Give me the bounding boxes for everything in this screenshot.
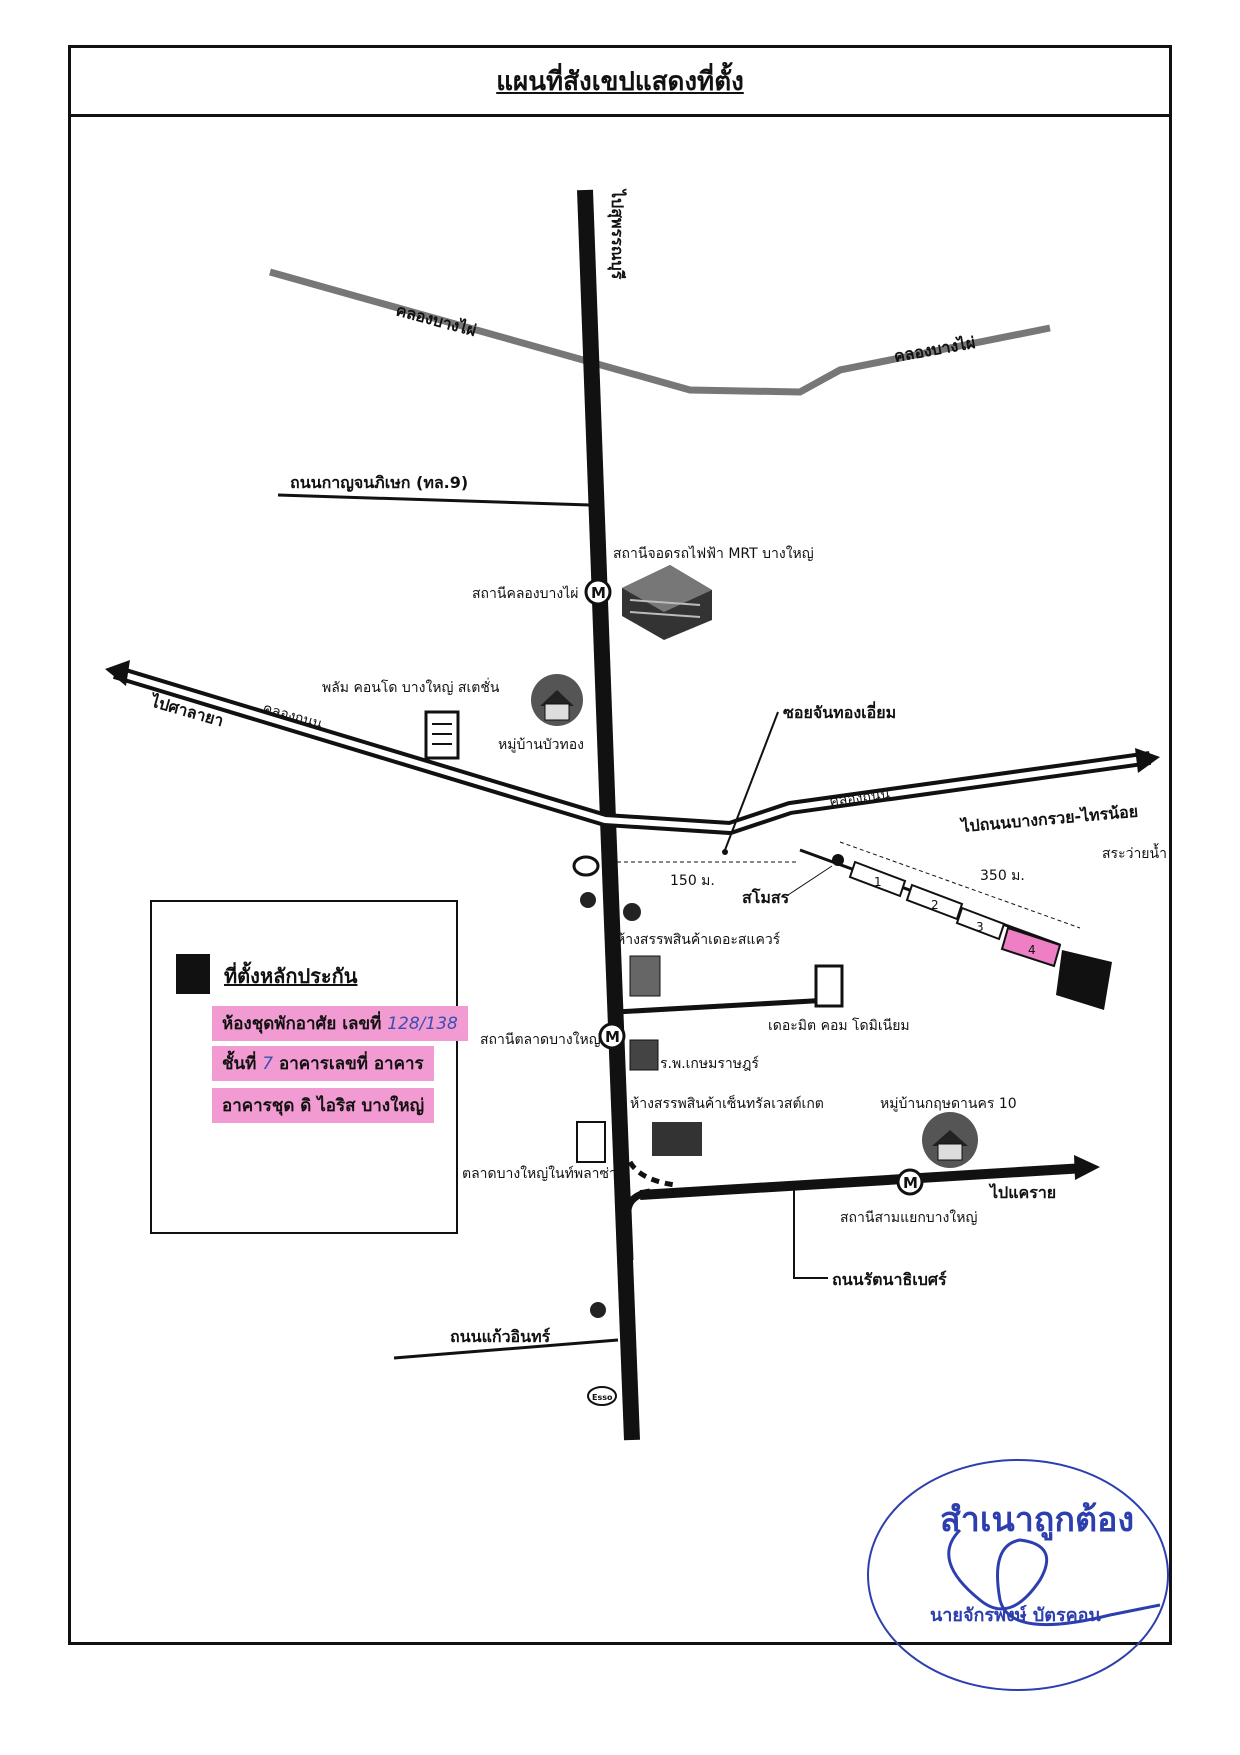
label-canal-bang-phai-left: คลองบางไผ่ [394,301,478,341]
label-canal-thanon-right: คลองถนน [829,787,892,810]
label-canal-bang-phai-right: คลองบางไผ่ [892,333,976,366]
legend-heading: ที่ตั้งหลักประกัน [224,964,358,988]
mrt-talad-bang-yai-icon [598,1022,626,1050]
road-kaew-in [393,1338,619,1360]
label-swimming-pool: สระว่ายน้ำ [1102,843,1167,862]
distance-350-line [839,841,1081,929]
svg-text:4: 4 [1028,943,1036,957]
title-bar: แผนที่สังเขปแสดงที่ตั้ง [71,48,1169,117]
road-to-metro-condo [615,997,831,1015]
canal-thanon-road [112,665,1151,836]
label-to-bang-kruai-sai-noi: ไปถนนบางกรวย-ไทรน้อย [959,802,1139,837]
label-esso: Esso [592,1393,613,1402]
rattanathibet-leader-line [793,1188,828,1279]
building-4-target: 4 [1000,926,1062,968]
label-distance-150: 150 ม. [670,873,715,889]
canal-thanon-inner [114,669,1151,832]
svg-text:2: 2 [931,898,939,912]
soi-leader-line [724,711,779,851]
arrow-to-bang-kruai-icon [1135,748,1160,773]
the-square-building-icon [629,955,661,997]
label-clubhouse: สโมสร [742,887,790,907]
page-title: แผนที่สังเขปแสดงที่ตั้ง [496,66,744,97]
label-khlong-bang-phai-station: สถานีคลองบางไผ่ [472,585,578,602]
legend-floor-suffix: อาคารเลขที่ อาคาร [279,1054,424,1074]
road-kanchanaphisek [277,493,591,507]
label-central-westgate: ห้างสรรพสินค้าเซ็นทรัลเวสต์เกต [630,1094,824,1112]
fruit-icon [590,1302,606,1318]
westgate-dashed-road [627,1160,676,1188]
label-the-metro-condo: เดอะมิต คอม โดมิเนียม [768,1017,910,1034]
mrt-symbol-1: M [591,584,606,602]
mrt-sam-yaek-icon [896,1168,924,1196]
mrt-symbol-3: M [903,1174,918,1192]
legend-floor-number: 7 [262,1054,274,1074]
svg-text:3: 3 [976,920,984,934]
signature [947,1528,1161,1627]
legend-floor-prefix: ชั้นที่ [222,1054,257,1074]
signer-name: นายจักรพงษ์ บัตรคอน [930,1605,1101,1626]
legend-room-prefix: ห้องชุดพักอาศัย เลขที่ [222,1014,382,1034]
adjacent-block [1056,950,1112,1010]
legend-swatch [176,954,210,994]
metro-condo-building-icon [814,964,844,1008]
esso-icon [587,1386,617,1406]
mrt-depot-building-icon [622,565,712,640]
svg-text:1: 1 [874,875,882,889]
ban-bua-thong-house-icon [531,674,583,726]
road-rattanathibet-curve [624,1188,651,1261]
label-to-khae-rai: ไปแคราย [988,1183,1056,1202]
building-2: 2 [905,883,964,921]
clubhouse-icon [832,854,844,866]
certified-copy-stamp: สำเนาถูกต้อง [940,1500,1135,1540]
label-to-suphanburi: ไปสุพรรณบุรี [607,188,627,280]
building-3: 3 [955,906,1006,941]
label-distance-350: 350 ม. [980,868,1025,884]
stamp-circle [867,1459,1169,1691]
drop-icon-1 [580,892,596,908]
westgate-building-icon [652,1122,702,1156]
arrow-to-khae-rai-icon [1074,1155,1100,1180]
label-ban-krisda-nakhon: หมู่บ้านกฤษดานคร 10 [880,1096,1017,1112]
map-frame: แผนที่สังเขปแสดงที่ตั้ง [68,45,1172,1645]
label-rattanathibet-road: ถนนรัตนาธิเบศร์ [832,1270,947,1289]
legend-line-project: อาคารชุด ดิ ไอริส บางใหญ่ [212,1088,435,1123]
label-talad-bang-yai-plaza: ตลาดบางใหญ่ในท์พลาซ่า [462,1165,617,1182]
legend-line-floor: ชั้นที่ 7 อาคารเลขที่ อาคาร [212,1046,434,1081]
label-talad-bang-yai-station: สถานีตลาดบางใหญ่ [480,1031,601,1048]
label-sam-yaek-station: สถานีสามแยกบางใหญ่ [840,1209,977,1226]
label-plum-condo: พลัม คอนโด บางใหญ่ สเตชั่น [322,678,500,696]
ban-krisda-house-icon [922,1112,978,1168]
label-kanchanaphisek-road: ถนนกาญจนภิเษก (ทล.9) [290,473,468,493]
mrt-khlong-bang-phai-icon [584,578,612,606]
night-plaza-building-icon [576,1121,606,1163]
label-mrt-bang-yai-depot: สถานีจอดรถไฟฟ้า MRT บางใหญ่ [613,545,814,562]
label-kasemrad-hospital: ร.พ.เกษมราษฎร์ [660,1055,759,1072]
legend-box: ที่ตั้งหลักประกัน ห้องชุดพักอาศัย เลขที่… [150,900,468,1234]
label-ban-bua-thong: หมู่บ้านบัวทอง [498,737,584,753]
drop-icon-2 [623,903,641,921]
canal-bang-phai [269,268,1051,396]
label-kaew-in-road: ถนนแก้วอินทร์ [450,1327,551,1346]
legend-room-number: 128/138 [387,1014,458,1034]
arrow-to-salaya-icon [105,660,130,686]
toyota-icon [572,855,600,877]
legend-line-room: ห้องชุดพักอาศัย เลขที่ 128/138 [212,1006,468,1041]
hospital-building-icon [629,1039,659,1071]
road-rattanathibet [639,1163,1086,1200]
label-the-square: ห้างสรรพสินค้าเดอะสแควร์ [616,931,781,948]
mrt-symbol-2: M [605,1028,620,1046]
building-1: 1 [848,860,907,898]
label-soi-chan-thong-iam: ซอยจันทองเอี่ยม [783,701,896,722]
